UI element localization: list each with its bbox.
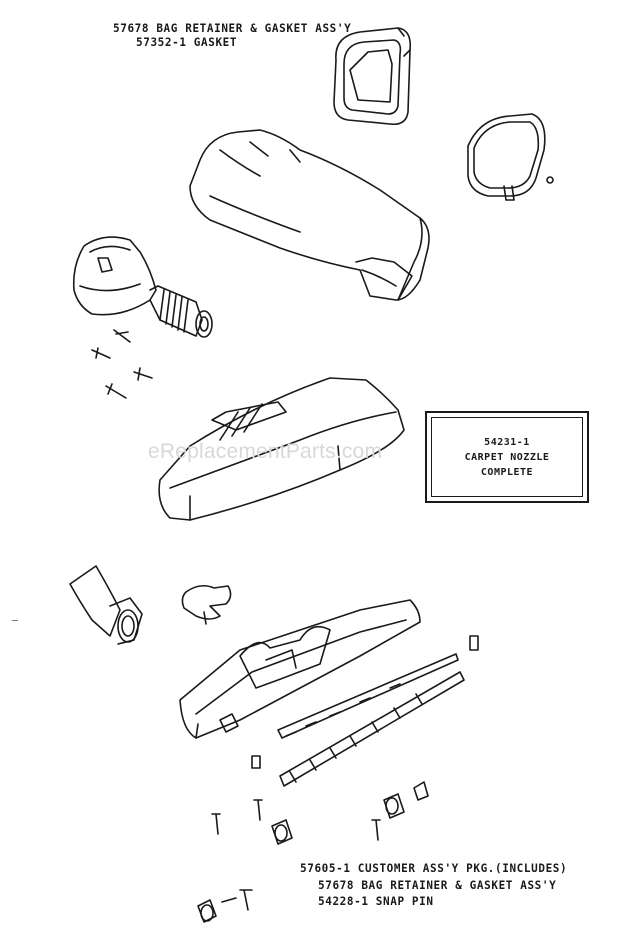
gasket-part [333, 27, 412, 126]
box-part-name: CARPET NOZZLE [464, 451, 550, 463]
carpet-nozzle-box: 54231-1 CARPET NOZZLE COMPLETE [425, 411, 589, 503]
top-label-line1: 57678 BAG RETAINER & GASKET ASS'Y [113, 21, 352, 36]
carpet-nozzle-part [158, 377, 405, 521]
bottom-label-line2: 57678 BAG RETAINER & GASKET ASS'Y [318, 878, 557, 893]
dust-bag-part [189, 129, 430, 301]
watermark: eReplacementParts.com [148, 440, 383, 463]
box-part-note: COMPLETE [480, 466, 534, 478]
nozzle-base-part [179, 599, 421, 739]
screws-part [91, 329, 153, 399]
bag-retainer-part [467, 113, 554, 201]
bottom-label-line1: 57605-1 CUSTOMER ASS'Y PKG.(INCLUDES) [300, 861, 568, 876]
top-label-line2: 57352-1 GASKET [136, 35, 238, 50]
bottom-label-line3: 54228-1 SNAP PIN [318, 894, 434, 909]
stray-mark [12, 620, 18, 621]
elbow-tube-part [69, 565, 143, 645]
carpet-nozzle-box-inner: 54231-1 CARPET NOZZLE COMPLETE [431, 417, 583, 497]
clip-part [181, 584, 232, 625]
box-part-number: 54231-1 [484, 436, 530, 448]
hose-adaptor-part [72, 236, 213, 338]
small-parts [197, 635, 479, 923]
brush-strip-part [277, 653, 465, 787]
